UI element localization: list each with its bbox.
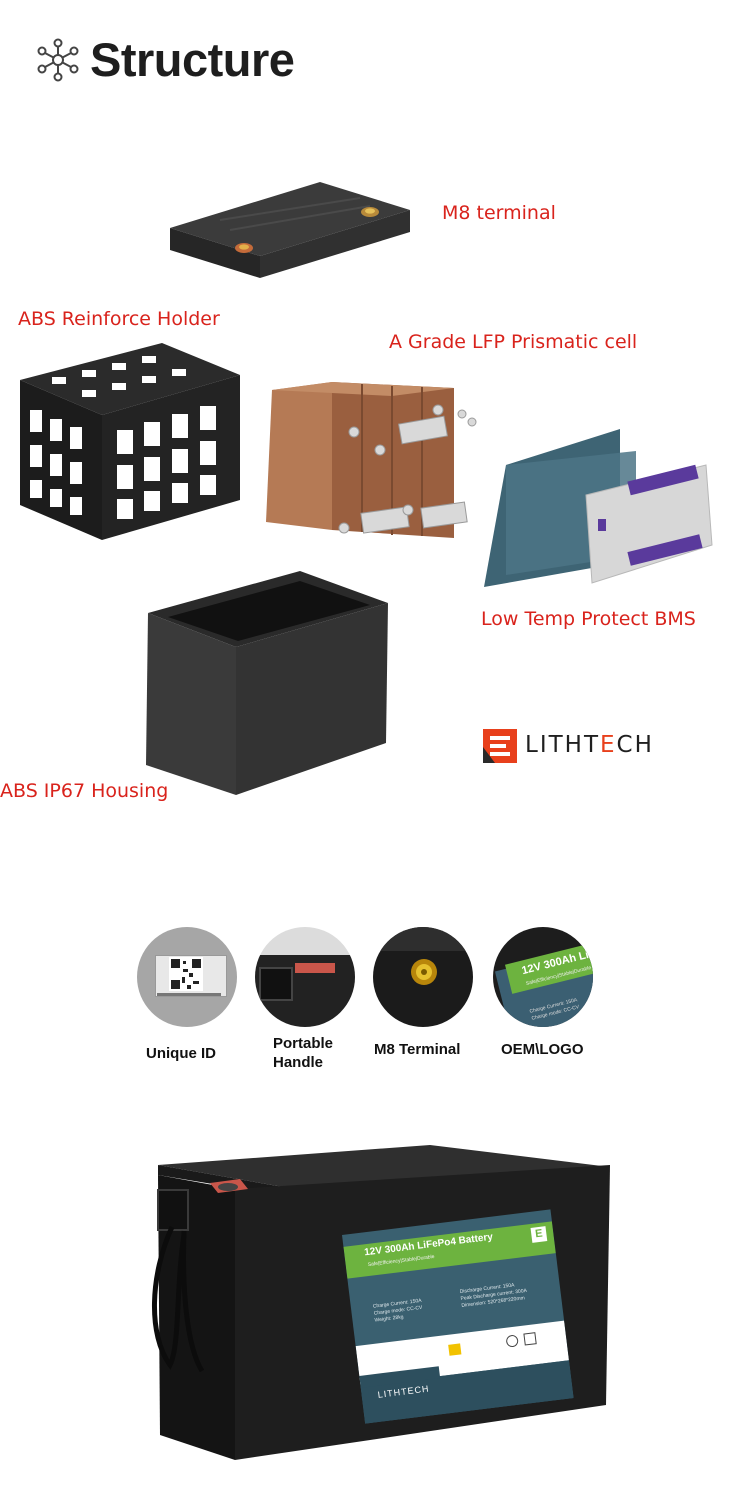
battery-product-image: 12V 300Ah LiFePo4 Battery Safe|Efficienc… (130, 1135, 620, 1480)
logo-text-right: CH (616, 732, 654, 758)
network-structure-icon (37, 38, 79, 82)
lithtech-logo: LITHTECH (483, 729, 683, 763)
lfp-prismatic-cell-label: A Grade LFP Prismatic cell (389, 331, 638, 353)
product-label-badge-text: E (534, 1227, 544, 1241)
feature-portable-handle-line2: Handle (273, 1054, 324, 1071)
feature-m8-terminal-label: M8 Terminal (374, 1041, 461, 1058)
warning-icon (448, 1343, 462, 1356)
recycle-icon (523, 1332, 537, 1346)
qr-code-icon (169, 957, 203, 991)
feature-oem-logo-image: 12V 300Ah Li Safe|Efficiency|Stable|Dura… (493, 927, 593, 1027)
housing-label: ABS IP67 Housing (0, 780, 169, 802)
feature-portable-handle-image (255, 927, 355, 1027)
product-label: 12V 300Ah LiFePo4 Battery Safe|Efficienc… (342, 1209, 574, 1424)
m8-terminal-label: M8 terminal (442, 202, 556, 224)
abs-reinforce-holder-label: ABS Reinforce Holder (18, 308, 220, 330)
feature-unique-id-label: Unique ID (146, 1045, 216, 1062)
lithtech-logo-mark-icon (483, 729, 517, 763)
feature-m8-terminal-image (373, 927, 473, 1027)
bms-board-image (484, 429, 713, 587)
page-title: Structure (90, 33, 295, 86)
product-label-badge: E (530, 1226, 548, 1243)
feature-portable-handle-label: Portable Handle (273, 1034, 333, 1072)
logo-text-e: E (600, 732, 617, 758)
bms-label: Low Temp Protect BMS (481, 608, 696, 630)
housing-image (146, 571, 388, 795)
feature-portable-handle-line1: Portable (273, 1035, 334, 1052)
product-label-specs-left: Charge Current: 150A Charge mode: CC-CV … (373, 1298, 424, 1325)
terminal-bolt-icon (411, 959, 437, 985)
lfp-cells-image (266, 382, 477, 538)
feature-unique-id-image (137, 927, 237, 1027)
feature-oem-logo-label: OEM\LOGO (501, 1041, 584, 1058)
battery-lid-image (170, 182, 410, 278)
lithtech-logo-text: LITHTECH (525, 732, 654, 758)
logo-text-left: LITHT (525, 732, 600, 758)
product-label-specs-right: Discharge Current: 150A Peak Discharge c… (459, 1281, 528, 1310)
abs-holder-image (20, 343, 240, 540)
